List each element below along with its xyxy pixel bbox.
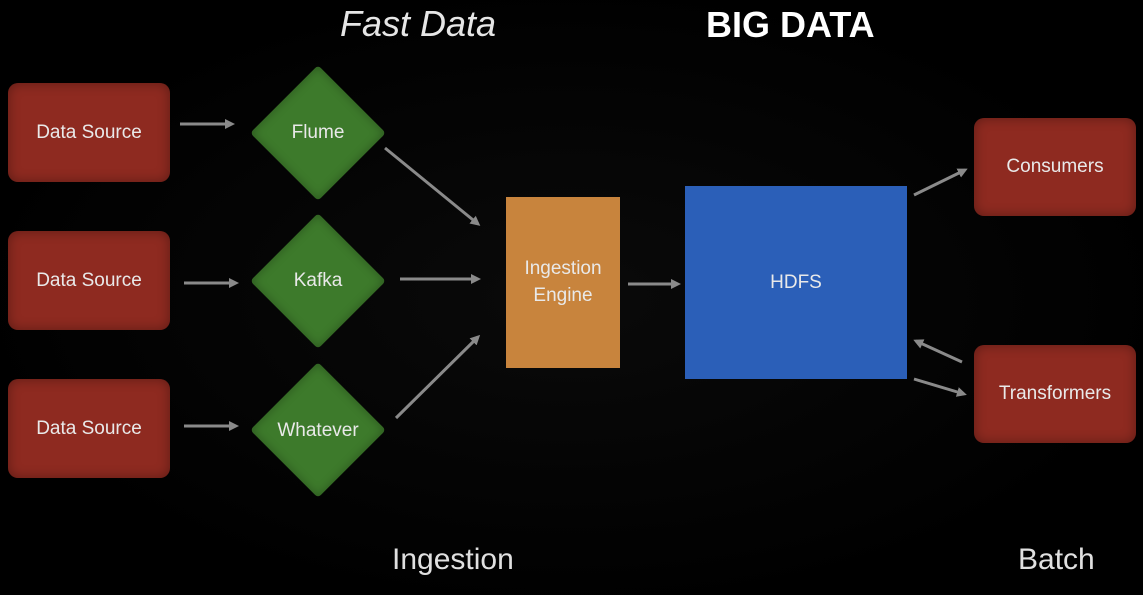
arrow-hdfs-to-consumers	[913, 168, 968, 197]
batch-footer: Batch	[1018, 543, 1095, 576]
hdfs-box: HDFS	[685, 186, 907, 379]
ingestion-engine-box: Ingestion Engine	[506, 197, 620, 368]
big-data-heading: BIG DATA	[706, 4, 875, 45]
data-source-label-2: Data Source	[36, 269, 142, 291]
ingestion-footer: Ingestion	[392, 543, 514, 576]
consumers-box: Consumers	[974, 118, 1136, 216]
arrow-whatever-to-engine	[394, 334, 481, 420]
data-source-label-1: Data Source	[36, 121, 142, 143]
consumers-label: Consumers	[1006, 156, 1104, 177]
transformers-box: Transformers	[974, 345, 1136, 443]
arrow-hdfs-to-transformers	[913, 377, 967, 397]
ingestion-engine-label: Ingestion Engine	[524, 257, 602, 306]
arrow-transformers-to-hdfs	[913, 339, 963, 364]
flume-label: Flume	[291, 122, 345, 143]
kafka-label: Kafka	[293, 270, 343, 291]
data-source-box-3: Data Source	[8, 379, 170, 478]
fast-data-heading: Fast Data	[340, 3, 497, 44]
hdfs-label: HDFS	[770, 271, 822, 293]
data-source-box-2: Data Source	[8, 231, 170, 330]
data-source-box-1: Data Source	[8, 83, 170, 182]
arrow-flume-to-engine	[384, 146, 481, 226]
transformers-label: Transformers	[998, 383, 1112, 404]
data-source-label-3: Data Source	[36, 417, 142, 439]
whatever-label: Whatever	[277, 420, 359, 441]
